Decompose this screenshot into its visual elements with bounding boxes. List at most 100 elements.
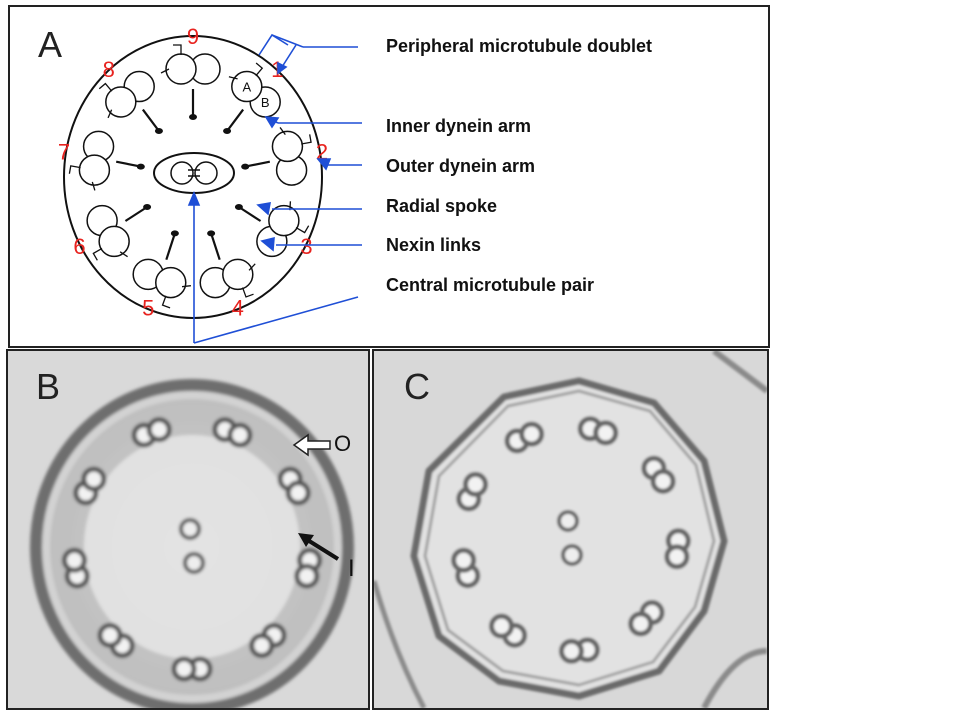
a-tubule — [105, 86, 137, 118]
doublet-profile — [97, 622, 135, 659]
central-tubule-left — [170, 161, 194, 185]
micrograph-c-central-pair — [557, 510, 583, 566]
doublet-profile — [641, 455, 676, 494]
doublet-1: BA — [228, 62, 281, 118]
a-tubule — [268, 204, 300, 237]
peripheral-doublets: BA — [68, 44, 312, 309]
central-tubule-right — [194, 161, 218, 185]
a-tubule — [222, 258, 254, 291]
a-tubule-label: A — [242, 80, 251, 95]
doublet-7 — [68, 130, 115, 191]
outer-dynein-arm — [92, 247, 103, 261]
doublet-4 — [199, 258, 256, 299]
inner-dynein-arm — [181, 285, 191, 288]
doublet-number-9: 9 — [187, 24, 199, 49]
doublet-number-3: 3 — [300, 234, 312, 259]
panel-b-micrograph: B O I — [6, 349, 370, 710]
spoke-head — [223, 128, 232, 135]
spoke-head — [189, 114, 197, 120]
inner-arm-label: I — [348, 555, 355, 582]
cilium-membrane — [63, 35, 323, 319]
doublet-number-6: 6 — [73, 234, 85, 259]
doublet-profile — [628, 600, 665, 637]
inner-dynein-arm — [107, 109, 113, 119]
spoke-head — [143, 204, 152, 210]
doublet-5 — [132, 258, 191, 309]
radial-spoke — [165, 233, 176, 261]
outer-dynein-arm — [161, 295, 171, 309]
doublet-2 — [271, 127, 312, 186]
inner-arm-arrow — [298, 533, 340, 561]
doublet-profile — [558, 637, 600, 664]
label-inner-dynein-arm: Inner dynein arm — [386, 116, 532, 136]
outer-arm-label: O — [334, 431, 352, 456]
label-nexin-links: Nexin links — [386, 235, 482, 255]
doublet-profile — [171, 656, 213, 682]
doublet-profile — [577, 416, 619, 446]
spoke-head — [136, 163, 145, 170]
micrograph-b — [8, 351, 368, 708]
central-tubule — [557, 510, 579, 532]
radial-spoke — [244, 160, 271, 168]
doublet-profile — [131, 417, 172, 448]
inner-dynein-arm — [119, 251, 128, 258]
a-tubule — [78, 154, 111, 186]
doublet-8 — [98, 70, 155, 119]
a-tubule — [231, 70, 263, 103]
spoke-head — [170, 230, 179, 237]
panel-c-micrograph: C — [372, 349, 769, 710]
b-tubule-label: B — [261, 95, 270, 110]
outer-dynein-arm — [241, 287, 254, 298]
doublet-profile — [664, 528, 691, 570]
radial-spoke — [124, 206, 148, 222]
panel-b-letter: B — [36, 366, 61, 407]
inner-dynein-arm — [160, 68, 170, 74]
doublet-profile — [61, 547, 90, 589]
panel-c-letter: C — [404, 366, 430, 407]
radial-spoke — [238, 206, 262, 222]
outer-dynein-arm — [98, 82, 113, 92]
outer-dynein-arm — [301, 134, 312, 145]
outer-dynein-arm — [295, 225, 310, 234]
outer-dynein-arm — [255, 62, 264, 77]
inner-dynein-arm — [279, 127, 286, 135]
a-tubule — [98, 225, 130, 258]
a-tubule — [271, 130, 304, 163]
doublet-9 — [160, 44, 221, 85]
doublet-number-8: 8 — [103, 57, 115, 82]
doublet-number-4: 4 — [232, 296, 244, 321]
micrograph-c-doublets — [451, 416, 691, 664]
doublet-profile — [212, 417, 253, 448]
doublet-profile — [249, 622, 287, 659]
central-sheath — [153, 152, 235, 194]
label-peripheral-doublet: Peripheral microtubule doublet — [386, 36, 653, 56]
doublet-number-7: 7 — [58, 140, 70, 165]
spoke-head — [207, 230, 216, 237]
panel-a-schematic: A BA 123456789 — [8, 5, 770, 348]
a-tubule — [155, 266, 187, 299]
a-tubule — [165, 53, 197, 85]
label-central-pair: Central microtubule pair — [386, 275, 595, 295]
panel-a-letter: A — [38, 24, 63, 65]
radial-spoke — [115, 160, 142, 168]
central-tubule — [179, 518, 201, 540]
axoneme-schematic: BA 123456789 — [58, 24, 362, 344]
spoke-head — [241, 163, 250, 170]
label-outer-dynein-arm: Outer dynein arm — [386, 156, 536, 176]
central-tubule — [183, 552, 205, 574]
doublet-profile — [73, 466, 107, 506]
inner-dynein-arm — [228, 76, 238, 80]
doublet-profile — [277, 466, 311, 506]
outer-dynein-arm — [68, 165, 81, 174]
doublet-number-5: 5 — [142, 296, 154, 321]
radial-spoke — [210, 233, 221, 261]
leader-lines — [187, 33, 362, 344]
micrograph-c — [374, 351, 767, 708]
micrograph-b-doublets — [61, 417, 323, 682]
doublet-profile — [489, 613, 528, 648]
inner-dynein-arm — [91, 181, 96, 191]
spoke-head — [234, 204, 243, 210]
doublet-profile — [504, 421, 545, 454]
doublet-6 — [86, 204, 130, 261]
spoke-head — [154, 128, 163, 135]
